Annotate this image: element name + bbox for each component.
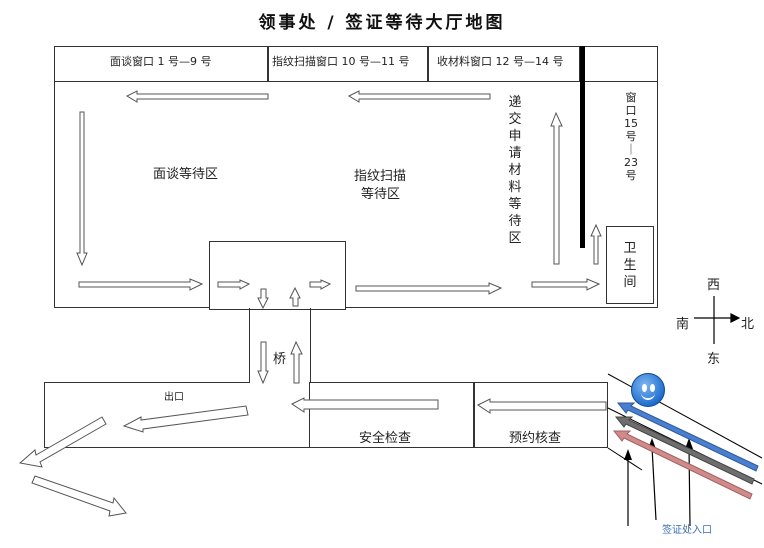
compass-west: 西 — [707, 278, 721, 293]
fingerprint-window-label: 指纹扫描窗口 10 号—11 号 — [272, 55, 410, 68]
arrow-bridge-up — [290, 340, 303, 384]
visitor-smiley-icon — [631, 373, 665, 407]
window-15-23-label: 窗口15号｜23号 — [624, 91, 638, 182]
arrow-out-southwest — [18, 416, 107, 468]
entrance-line-2 — [651, 446, 657, 521]
fingerprint-wait-label-2: 等待区 — [361, 187, 401, 202]
interview-window — [54, 46, 268, 82]
arrow-desk-down — [257, 288, 269, 310]
security-room — [309, 382, 474, 448]
bridge-label: 桥 — [273, 352, 287, 367]
collect-window-label: 收材料窗口 12 号—14 号 — [437, 55, 564, 68]
arrow-desk-east-1 — [217, 279, 251, 290]
entrance-arrow-1 — [624, 449, 632, 460]
lane-line-3 — [607, 447, 643, 471]
bridge-opening — [250, 380, 310, 384]
arrow-security-west — [291, 397, 439, 413]
arrow-bottom-east-2 — [355, 282, 503, 295]
lane-gray — [614, 416, 755, 485]
compass-north-arrow — [730, 313, 741, 323]
collect-window — [428, 46, 580, 82]
compass-south: 南 — [676, 317, 690, 332]
entrance-label: 签证处入口 — [662, 525, 712, 536]
interview-window-label: 面谈窗口 1 号—9 号 — [110, 55, 212, 68]
appointment-room — [474, 382, 608, 448]
central-desk — [209, 241, 346, 310]
exit-label: 出口 — [164, 392, 184, 403]
arrow-bottom-east-3 — [531, 278, 601, 291]
interview-wait-label: 面谈等待区 — [153, 167, 219, 182]
lane-blue — [616, 402, 759, 472]
arrow-bottom-east-1 — [78, 278, 204, 291]
lane-red — [612, 430, 753, 500]
arrow-exit-west — [122, 405, 249, 433]
arrow-small-up — [590, 223, 602, 265]
compass-east: 东 — [707, 352, 721, 367]
bridge-corridor — [249, 308, 311, 386]
compass-north: 北 — [741, 317, 755, 332]
map-title: 领事处 / 签证等待大厅地图 — [258, 13, 506, 33]
arrow-desk-up — [289, 286, 301, 307]
restroom — [606, 226, 654, 304]
restroom-label: 卫生间 — [623, 241, 637, 290]
arrow-out-southeast — [31, 475, 127, 517]
partition-bar — [580, 46, 585, 248]
arrow-top-west-1 — [125, 90, 269, 103]
security-label: 安全检查 — [359, 431, 412, 446]
arrow-left-down — [76, 111, 88, 267]
arrow-appointment-west — [477, 398, 607, 414]
entrance-line-3 — [688, 446, 691, 527]
arrow-right-up — [550, 111, 563, 265]
arrow-top-west-2 — [347, 90, 491, 103]
submit-wait-label: 递交申请材料等待区 — [508, 95, 522, 246]
arrow-desk-east-2 — [309, 279, 332, 290]
fingerprint-window — [268, 46, 428, 82]
arrow-bridge-down — [257, 341, 269, 385]
appointment-label: 预约核查 — [509, 431, 562, 446]
fingerprint-wait-label-1: 指纹扫描 — [354, 169, 407, 184]
entrance-arrow-3 — [685, 438, 693, 449]
